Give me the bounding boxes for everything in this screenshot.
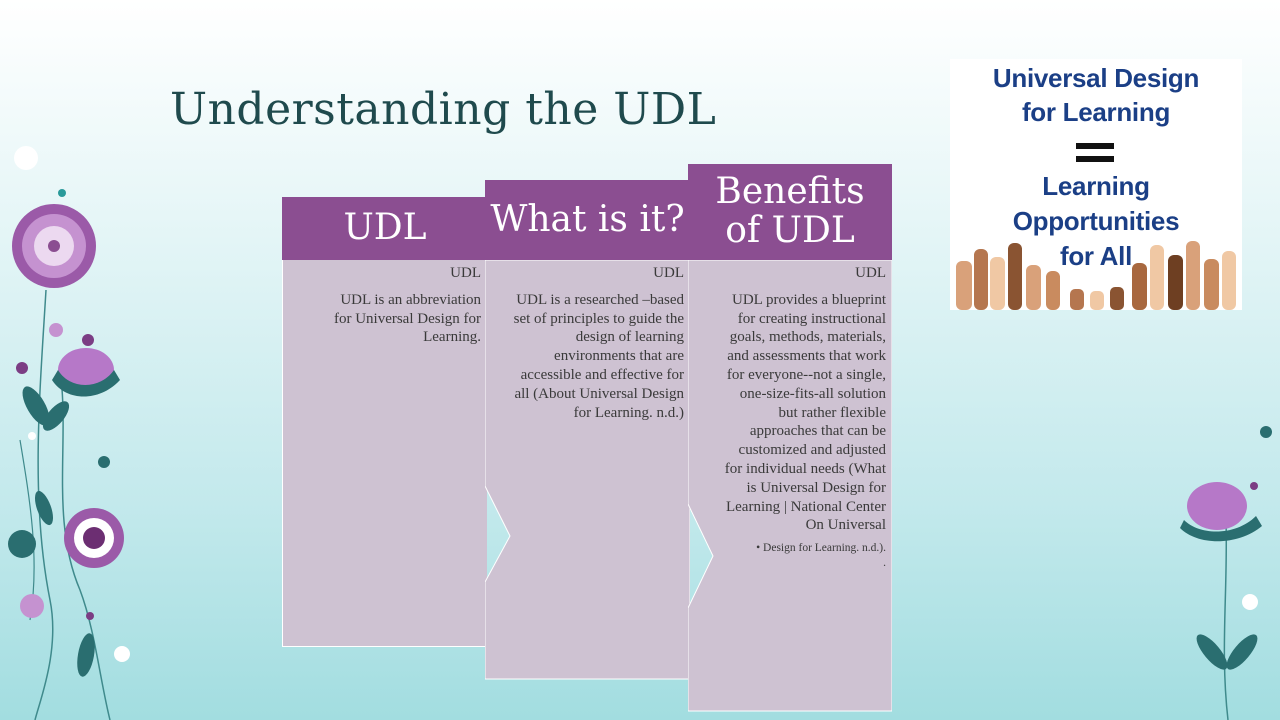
image-text-line: Learning — [1042, 171, 1150, 201]
big-flower-icon — [12, 204, 96, 288]
raised-hands-icon — [956, 241, 1236, 310]
slide-title: Understanding the UDL — [170, 84, 717, 135]
column-description: UDL is a researched –based set of princi… — [513, 291, 684, 421]
column-label: UDL — [450, 265, 481, 281]
column-body-shape — [688, 259, 892, 712]
column-body-shape — [485, 259, 690, 680]
flower-decoration-right — [1180, 426, 1272, 720]
column-label: UDL — [653, 265, 684, 281]
flower-decoration-left — [8, 146, 130, 720]
column-benefits: Benefits of UDL UDL UDL provides a bluep… — [688, 164, 892, 712]
trailing-dot: . — [883, 557, 886, 570]
column-what-is-it: What is it? UDL UDL is a researched –bas… — [485, 180, 690, 680]
column-description: UDL provides a blueprint for creating in… — [724, 291, 886, 534]
column-udl: UDL UDL UDL is an abbreviation for Unive… — [282, 197, 488, 647]
tulip-flower-right-icon — [1180, 482, 1262, 542]
citation-note: • Design for Learning. n.d.). — [756, 542, 886, 555]
column-text: UDL UDL is a researched –based set of pr… — [506, 264, 684, 422]
image-text-line: for Learning — [1021, 97, 1171, 127]
image-text-line: Opportunities — [1012, 206, 1180, 236]
column-body: UDL UDL is an abbreviation for Universal… — [282, 260, 487, 647]
column-header: UDL — [282, 197, 488, 260]
image-text-line: Universal Design — [992, 63, 1200, 93]
udl-image: Universal Design for Learning Learning O… — [950, 59, 1242, 310]
column-header: Benefits of UDL — [688, 164, 892, 260]
column-text: UDL UDL provides a blueprint for creatin… — [721, 264, 886, 571]
column-label: UDL — [855, 265, 886, 281]
equals-sign-icon — [1076, 143, 1114, 162]
column-text: UDL UDL is an abbreviation for Universal… — [331, 264, 481, 347]
ring-flower-icon — [64, 508, 124, 568]
tulip-flower-icon — [52, 348, 120, 397]
column-header: What is it? — [485, 180, 690, 260]
column-description: UDL is an abbreviation for Universal Des… — [333, 291, 481, 346]
image-text-line: for All — [1059, 241, 1133, 271]
bullet-icon: • — [756, 542, 764, 555]
